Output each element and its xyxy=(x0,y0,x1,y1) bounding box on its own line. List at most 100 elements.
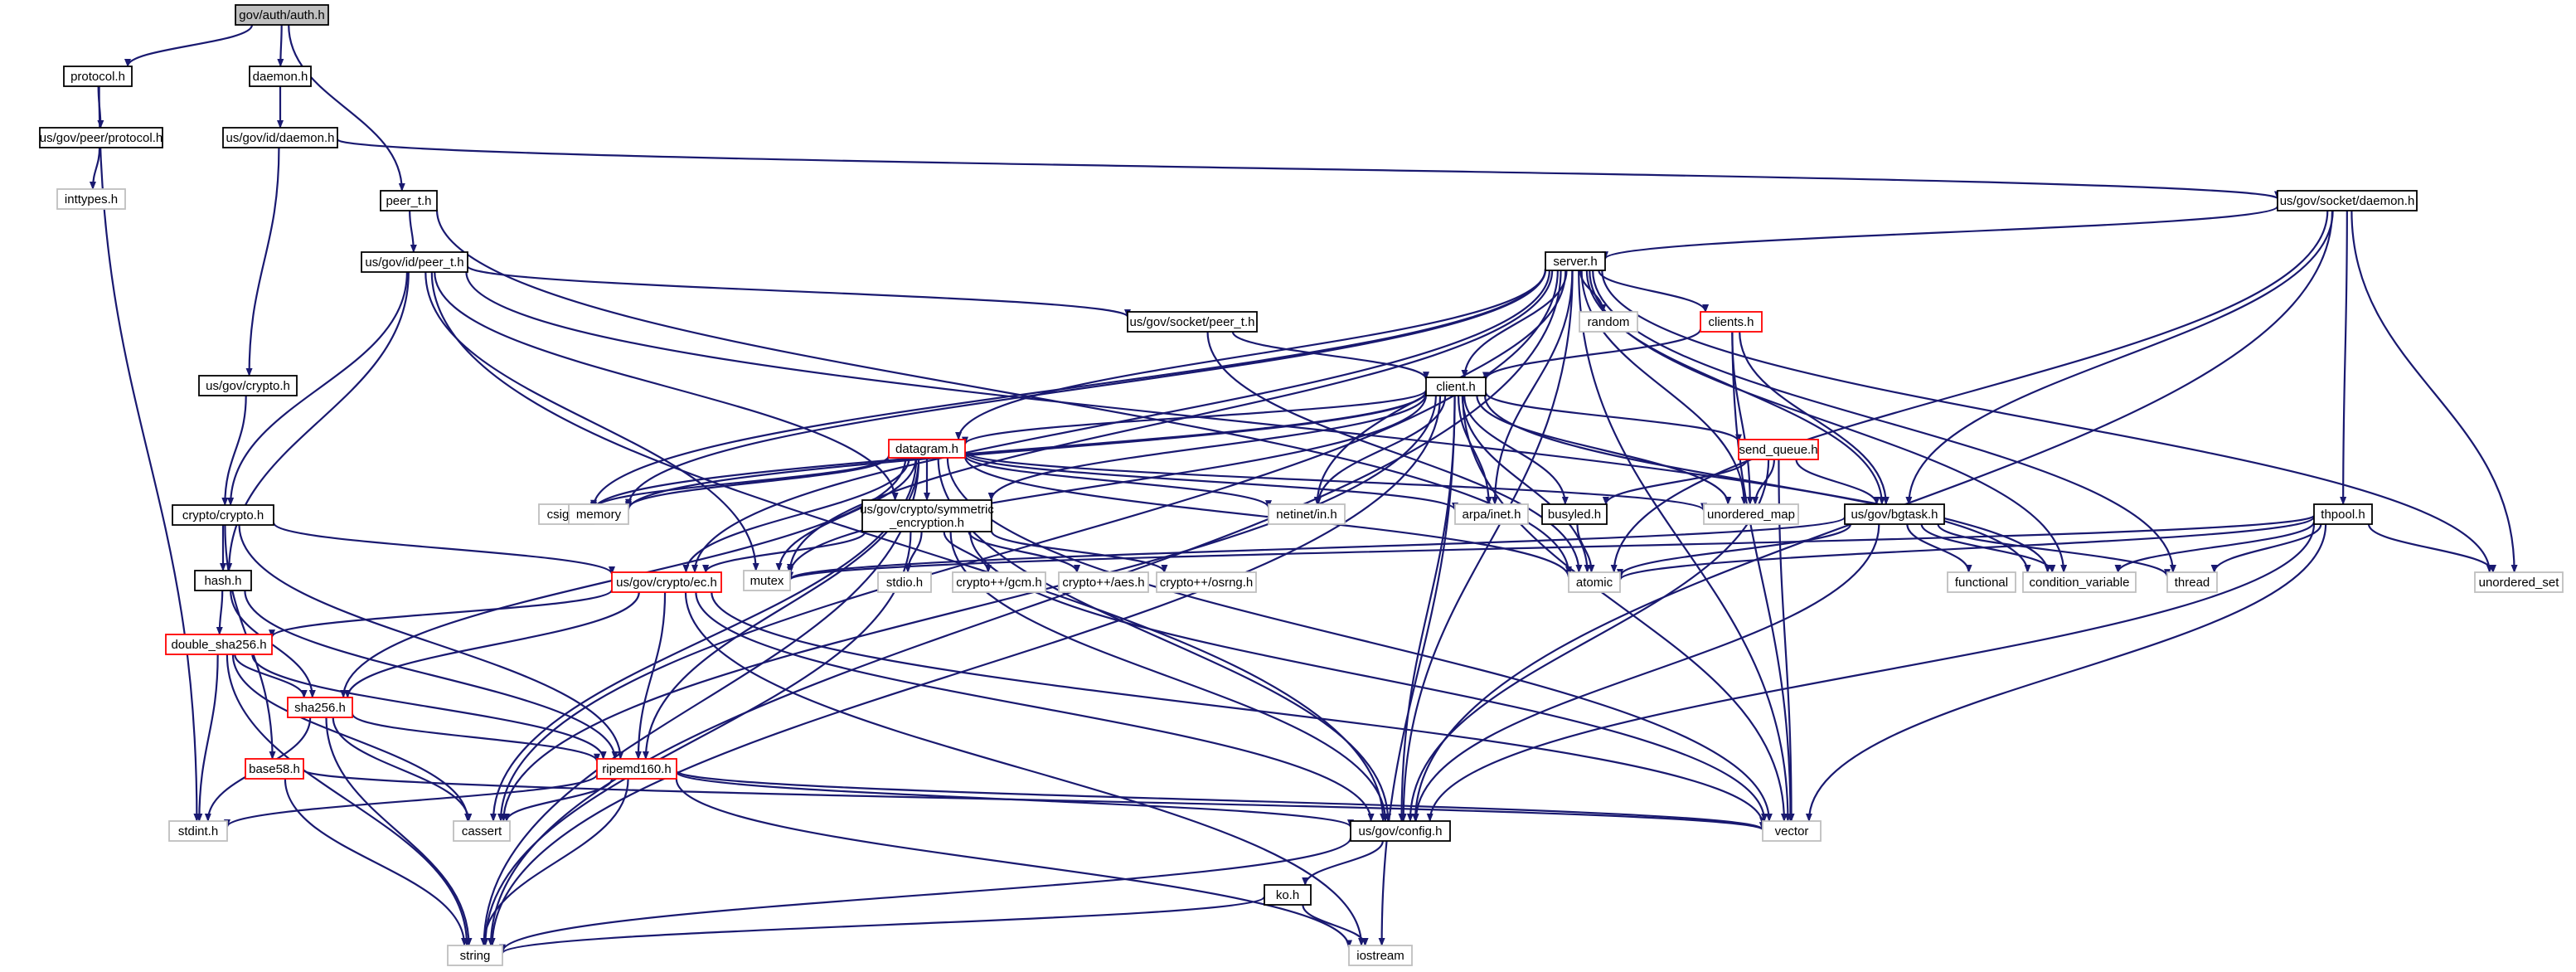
node-box[interactable] xyxy=(249,66,312,87)
node-box[interactable] xyxy=(861,499,992,532)
node-mutex[interactable]: mutex xyxy=(743,570,791,591)
node-box[interactable] xyxy=(888,439,966,459)
node-box[interactable] xyxy=(287,697,353,718)
node-box[interactable] xyxy=(611,571,722,593)
node-box[interactable] xyxy=(1703,503,1799,525)
node-sha256-h[interactable]: sha256.h xyxy=(287,697,353,718)
node-box[interactable] xyxy=(1350,820,1451,842)
node-cassert[interactable]: cassert xyxy=(453,820,511,842)
node-gcm-h[interactable]: crypto++/gcm.h xyxy=(952,571,1046,593)
node-daemon-h[interactable]: daemon.h xyxy=(249,66,312,87)
node-send-queue-h[interactable]: send_queue.h xyxy=(1738,439,1819,460)
node-box[interactable] xyxy=(1738,439,1819,460)
node-atomic[interactable]: atomic xyxy=(1568,571,1621,593)
node-clients-h[interactable]: clients.h xyxy=(1700,311,1763,333)
node-arpa-inet-h[interactable]: arpa/inet.h xyxy=(1454,503,1529,525)
node-box[interactable] xyxy=(1454,503,1529,525)
node-box[interactable] xyxy=(56,188,126,210)
node-server-h[interactable]: server.h xyxy=(1545,251,1606,271)
node-bgtask-h[interactable]: us/gov/bgtask.h xyxy=(1844,503,1945,525)
node-box[interactable] xyxy=(1762,820,1822,842)
node-box[interactable] xyxy=(877,571,932,593)
node-box[interactable] xyxy=(1700,311,1763,333)
node-box[interactable] xyxy=(2277,190,2418,211)
node-unordered-set[interactable]: unordered_set xyxy=(2474,571,2564,593)
node-box[interactable] xyxy=(447,945,503,966)
node-box[interactable] xyxy=(194,570,252,591)
node-box[interactable] xyxy=(168,820,228,842)
node-box[interactable] xyxy=(1568,571,1621,593)
node-busyled-h[interactable]: busyled.h xyxy=(1541,503,1608,525)
node-double-sha256-h[interactable]: double_sha256.h xyxy=(165,634,273,655)
node-protocol-h[interactable]: protocol.h xyxy=(63,66,133,87)
node-peer-t-h[interactable]: peer_t.h xyxy=(380,190,438,211)
node-aes-h[interactable]: crypto++/aes.h xyxy=(1058,571,1149,593)
node-gov-crypto-h[interactable]: us/gov/crypto.h xyxy=(198,375,298,396)
node-thread[interactable]: thread xyxy=(2166,571,2218,593)
node-base58-h[interactable]: base58.h xyxy=(245,758,304,780)
node-client-h[interactable]: client.h xyxy=(1425,377,1487,396)
node-box[interactable] xyxy=(235,4,329,26)
node-id-peer-t-h[interactable]: us/gov/id/peer_t.h xyxy=(361,251,468,273)
node-box[interactable] xyxy=(245,758,304,780)
node-osrng-h[interactable]: crypto++/osrng.h xyxy=(1156,571,1257,593)
node-condition-variable[interactable]: condition_variable xyxy=(2022,571,2137,593)
node-stdio-h[interactable]: stdio.h xyxy=(877,571,932,593)
node-ko-h[interactable]: ko.h xyxy=(1264,884,1312,906)
node-string[interactable]: string xyxy=(447,945,503,966)
node-id-daemon-h[interactable]: us/gov/id/daemon.h xyxy=(222,127,338,148)
node-box[interactable] xyxy=(2166,571,2218,593)
node-crypto-crypto-h[interactable]: crypto/crypto.h xyxy=(172,504,274,526)
node-box[interactable] xyxy=(1156,571,1257,593)
node-box[interactable] xyxy=(952,571,1046,593)
node-inttypes-h[interactable]: inttypes.h xyxy=(56,188,126,210)
node-box[interactable] xyxy=(1268,503,1346,525)
node-box[interactable] xyxy=(165,634,273,655)
node-netinet-in-h[interactable]: netinet/in.h xyxy=(1268,503,1346,525)
node-stdint-h[interactable]: stdint.h xyxy=(168,820,228,842)
node-box[interactable] xyxy=(1264,884,1312,906)
node-box[interactable] xyxy=(1058,571,1149,593)
node-hash-h[interactable]: hash.h xyxy=(194,570,252,591)
node-auth-h[interactable]: gov/auth/auth.h xyxy=(235,4,329,26)
node-box[interactable] xyxy=(2313,503,2373,525)
node-ec-h[interactable]: us/gov/crypto/ec.h xyxy=(611,571,722,593)
node-memory[interactable]: memory xyxy=(568,503,629,525)
node-vector[interactable]: vector xyxy=(1762,820,1822,842)
node-functional[interactable]: functional xyxy=(1947,571,2016,593)
node-box[interactable] xyxy=(172,504,274,526)
node-box[interactable] xyxy=(1545,251,1606,271)
node-config-h[interactable]: us/gov/config.h xyxy=(1350,820,1451,842)
node-box[interactable] xyxy=(361,251,468,273)
node-box[interactable] xyxy=(2474,571,2564,593)
node-box[interactable] xyxy=(198,375,298,396)
node-box[interactable] xyxy=(222,127,338,148)
node-symmetric-encryption-h[interactable]: us/gov/crypto/symmetric_encryption.h xyxy=(860,499,994,532)
node-thpool-h[interactable]: thpool.h xyxy=(2313,503,2373,525)
node-box[interactable] xyxy=(63,66,133,87)
node-label: unordered_map xyxy=(1707,508,1795,522)
node-socket-daemon-h[interactable]: us/gov/socket/daemon.h xyxy=(2277,190,2418,211)
node-box[interactable] xyxy=(380,190,438,211)
node-random[interactable]: random xyxy=(1579,311,1638,333)
node-box[interactable] xyxy=(743,570,791,591)
node-ripemd160-h[interactable]: ripemd160.h xyxy=(596,758,677,780)
node-peer-protocol-h[interactable]: us/gov/peer/protocol.h xyxy=(39,127,163,148)
node-box[interactable] xyxy=(1127,311,1258,333)
node-box[interactable] xyxy=(596,758,677,780)
node-unordered-map[interactable]: unordered_map xyxy=(1703,503,1799,525)
node-box[interactable] xyxy=(1425,377,1487,396)
node-box[interactable] xyxy=(1579,311,1638,333)
node-box[interactable] xyxy=(568,503,629,525)
node-datagram-h[interactable]: datagram.h xyxy=(888,439,966,459)
node-box[interactable] xyxy=(1844,503,1945,525)
node-box[interactable] xyxy=(1541,503,1608,525)
node-box[interactable] xyxy=(453,820,511,842)
node-box[interactable] xyxy=(1947,571,2016,593)
node-box[interactable] xyxy=(2022,571,2137,593)
node-socket-peer-t-h[interactable]: us/gov/socket/peer_t.h xyxy=(1127,311,1258,333)
node-box[interactable] xyxy=(39,127,163,148)
edge-ec_h-to-double_sha256_h xyxy=(269,589,614,639)
node-box[interactable] xyxy=(1348,945,1413,966)
node-iostream[interactable]: iostream xyxy=(1348,945,1413,966)
